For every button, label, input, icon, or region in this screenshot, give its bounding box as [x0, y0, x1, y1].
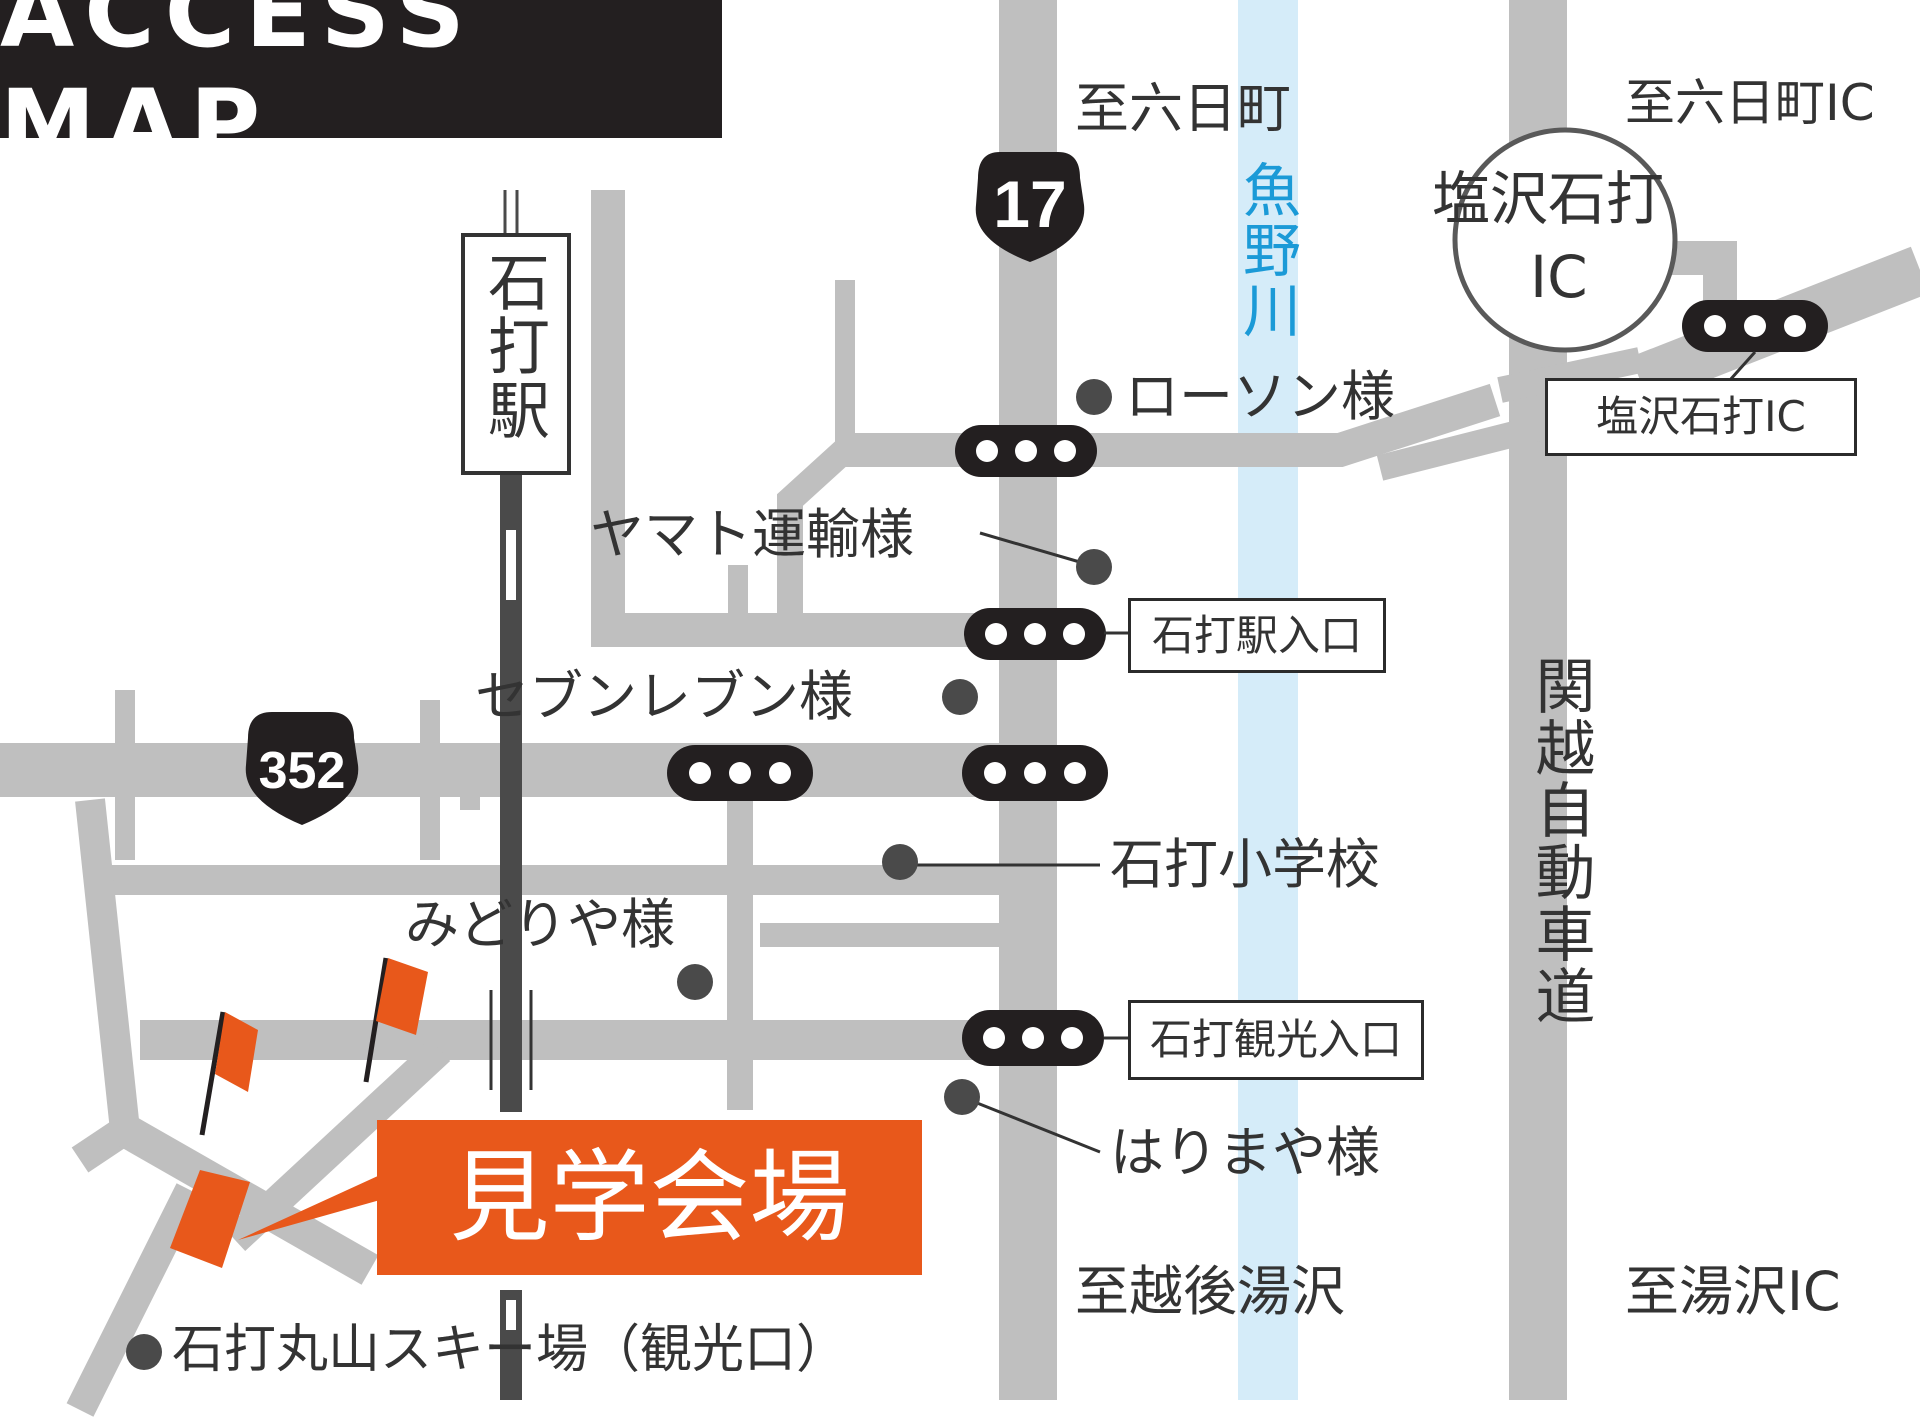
station-label: 石打駅: [477, 250, 550, 442]
railway-line: [489, 190, 533, 1400]
traffic-signal: [962, 745, 1108, 801]
intersection-label-ic: 塩沢石打IC: [1545, 378, 1857, 456]
intersection-label-kanko-entrance: 石打観光入口: [1128, 1000, 1424, 1080]
page-title: ACCESS MAP: [0, 0, 722, 181]
river-label: 魚野川: [1233, 160, 1301, 340]
yamato-dot: [1076, 549, 1112, 585]
landmark-label-seven: セブンレブン様: [475, 665, 853, 728]
route-352-shield: 352: [245, 712, 359, 825]
intersection-label-station-entrance: 石打駅入口: [1128, 598, 1386, 673]
traffic-signal: [964, 608, 1106, 660]
ic-circle-line1: 塩沢石打: [1432, 165, 1665, 233]
landmark-label-school: 石打小学校: [1110, 833, 1380, 896]
traffic-signal: [955, 425, 1097, 477]
lawson-dot: [1076, 379, 1112, 415]
landmark-label-yamato: ヤマト運輸様: [590, 503, 914, 566]
venue-building: [170, 1170, 250, 1268]
leader-lines: [902, 351, 1757, 1154]
school-dot: [882, 844, 918, 880]
direction-north-ic: 至六日町IC: [1625, 74, 1875, 132]
river-channel: [1238, 0, 1298, 1400]
route-17-number: 17: [993, 167, 1066, 241]
ic-circle: [1452, 127, 1678, 353]
landmark-label-lawson: ローソン様: [1125, 365, 1395, 428]
direction-south-ic: 至湯沢IC: [1625, 1260, 1841, 1323]
landmark-label-midoriya: みどりや様: [405, 893, 675, 956]
traffic-signal: [962, 1010, 1104, 1066]
ic-circle-line2: IC: [1530, 243, 1588, 311]
landmark-dots: [126, 379, 1112, 1370]
direction-north-town: 至六日町: [1075, 77, 1291, 140]
traffic-signals: [667, 300, 1828, 1066]
venue-pointer: [238, 1175, 380, 1240]
seven-dot: [942, 679, 978, 715]
expressway-label: 関越自動車道: [1525, 655, 1595, 1027]
route-352-number: 352: [259, 742, 346, 800]
landmark-label-ski: 石打丸山スキー場（観光口）: [172, 1320, 849, 1380]
harimaya-dot: [944, 1079, 980, 1115]
route-17-shield: 17: [975, 152, 1085, 262]
venue-label: 見学会場: [377, 1120, 922, 1275]
station-box: [461, 233, 571, 475]
venue-flags: [199, 957, 428, 1136]
traffic-signal: [1682, 300, 1828, 352]
midoriya-dot: [677, 964, 713, 1000]
ski-dot: [126, 1334, 162, 1370]
traffic-signal: [667, 745, 813, 801]
landmark-label-harimaya: はりまや様: [1110, 1121, 1380, 1184]
direction-south-town: 至越後湯沢: [1075, 1260, 1345, 1323]
